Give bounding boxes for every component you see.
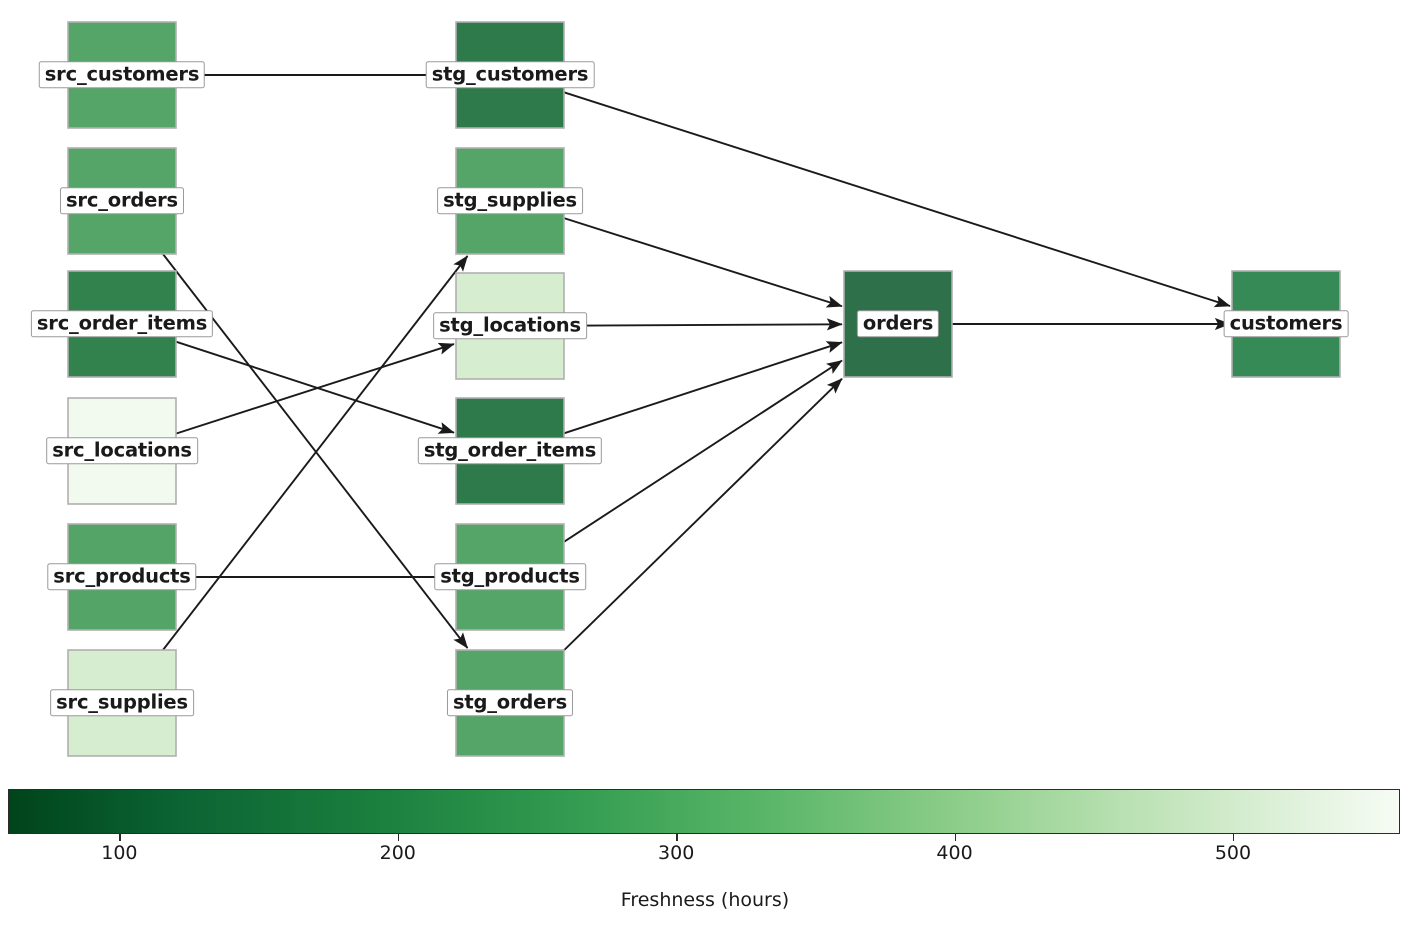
node-label-src_supplies[interactable]: src_supplies	[50, 689, 194, 717]
node-label-stg_supplies[interactable]: stg_supplies	[437, 187, 583, 215]
colorbar-tick-label: 100	[101, 842, 138, 864]
node-label-orders[interactable]: orders	[856, 310, 940, 338]
edge-src_orders-to-stg_orders	[162, 253, 469, 649]
edge-stg_customers-to-customers	[563, 91, 1231, 308]
node-label-src_locations[interactable]: src_locations	[46, 437, 198, 465]
node-label-src_order_items[interactable]: src_order_items	[30, 310, 214, 338]
edge-stg_locations-to-orders	[563, 318, 843, 331]
node-label-stg_customers[interactable]: stg_customers	[425, 61, 595, 89]
node-label-src_customers[interactable]: src_customers	[38, 61, 206, 89]
edge-src_supplies-to-stg_supplies	[162, 255, 469, 651]
node-layer	[67, 21, 1341, 757]
node-label-stg_locations[interactable]: stg_locations	[433, 312, 587, 340]
colorbar-tick-mark	[1232, 834, 1235, 841]
colorbar-tick-label: 300	[658, 842, 695, 864]
node-label-stg_products[interactable]: stg_products	[434, 563, 586, 591]
node-label-src_orders[interactable]: src_orders	[60, 187, 184, 215]
node-label-stg_order_items[interactable]: stg_order_items	[417, 437, 603, 465]
colorbar-tick-mark	[676, 834, 678, 841]
node-label-stg_orders[interactable]: stg_orders	[446, 689, 574, 717]
edge-src_locations-to-stg_locations	[175, 342, 455, 435]
colorbar-tick-mark	[119, 834, 121, 841]
colorbar-tick-mark	[397, 834, 400, 841]
colorbar-ticks: 100 200 300 400 500	[8, 834, 1400, 868]
colorbar-gradient	[8, 789, 1400, 834]
edge-stg_supplies-to-orders	[563, 217, 843, 308]
colorbar-tick-label: 400	[936, 842, 973, 864]
edge-stg_products-to-orders	[563, 359, 843, 543]
colorbar-tick-mark	[954, 834, 956, 841]
colorbar-tick-label: 200	[379, 842, 416, 864]
colorbar-axis-label: Freshness (hours)	[620, 889, 790, 911]
edge-src_order_items-to-stg_order_items	[175, 340, 455, 434]
edge-stg_orders-to-orders	[563, 378, 843, 651]
colorbar-tick-label: 500	[1214, 842, 1252, 864]
edge-stg_order_items-to-orders	[563, 341, 843, 435]
edge-layer	[162, 74, 1231, 651]
node-label-customers[interactable]: customers	[1223, 310, 1349, 338]
colorbar: 100 200 300 400 500	[8, 789, 1400, 868]
node-label-src_products[interactable]: src_products	[47, 563, 197, 591]
